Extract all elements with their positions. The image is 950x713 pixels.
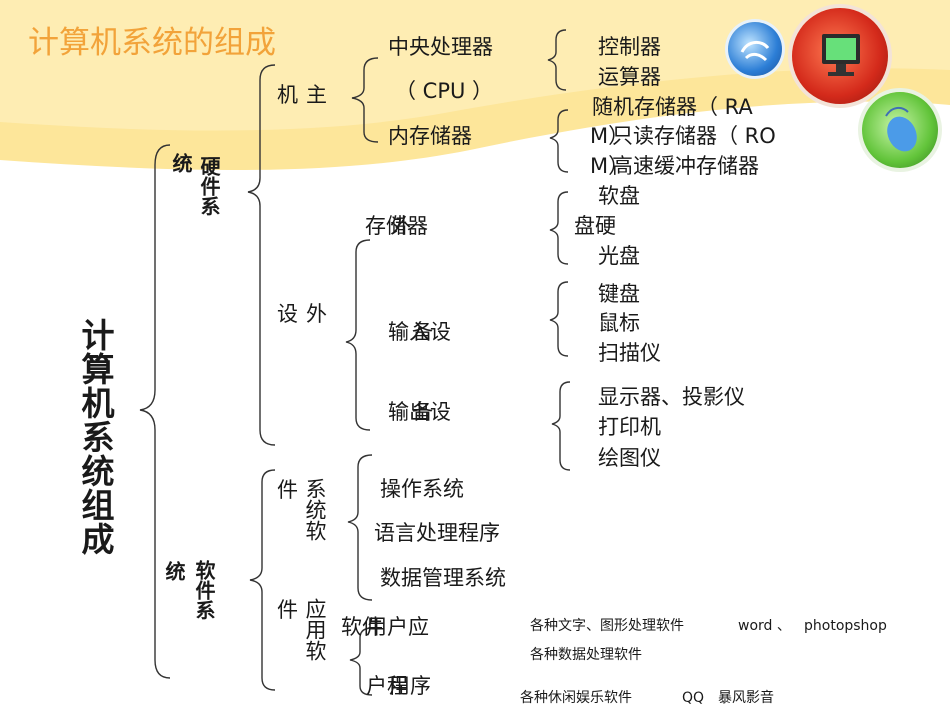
- system-sw-bracket: [347, 454, 373, 601]
- input-part-item: 键盘: [598, 282, 640, 306]
- app-software-item-b: 用户应: [366, 615, 429, 639]
- system-software-item: 语言处理程序: [374, 521, 500, 545]
- memory-parts-bracket: [549, 109, 569, 173]
- page-title: 计算机系统的组成: [28, 25, 276, 61]
- input-part-item: 鼠标: [598, 311, 640, 335]
- software-label-col2: 软件系: [192, 560, 216, 620]
- note-word: word 、: [738, 618, 791, 634]
- peripheral-bracket: [345, 239, 371, 431]
- output-device-label: 输出设: [388, 400, 451, 424]
- host-bracket: [351, 57, 379, 143]
- output-part-item: 绘图仪: [598, 446, 661, 470]
- cpu-label: 中央处理器: [388, 35, 493, 59]
- user-program-b: 用序: [389, 674, 431, 698]
- note-baofeng: 暴风影音: [718, 690, 774, 706]
- hardware-label-col1: 统: [169, 153, 193, 173]
- output-device-label-overlap: 备: [412, 400, 433, 424]
- storage-part-item: 盘硬: [574, 214, 616, 238]
- cpu-part-item: 控制器: [598, 35, 661, 59]
- note-entertainment: 各种休闲娱乐软件: [520, 690, 632, 706]
- storage-part-item: 光盘: [598, 244, 640, 268]
- root-label: 计算机系统组成: [76, 318, 115, 556]
- software-label-col1: 统: [162, 561, 186, 581]
- app-software-label-a: 件: [277, 598, 298, 622]
- input-part-item: 扫描仪: [598, 341, 661, 365]
- note-text-graphics: 各种文字、图形处理软件: [530, 618, 684, 634]
- note-photoshop: photopshop: [804, 618, 887, 634]
- memory-part-item: 高速缓冲存储器: [612, 154, 759, 178]
- host-label: 机主: [277, 83, 335, 107]
- output-part-item: 打印机: [598, 415, 661, 439]
- software-bracket: [249, 469, 276, 691]
- app-software-item-a: 软件: [341, 615, 383, 639]
- peripheral-label: 设外: [277, 302, 335, 326]
- system-software-item: 数据管理系统: [380, 566, 506, 590]
- note-data-processing: 各种数据处理软件: [530, 647, 642, 663]
- root-bracket: [139, 144, 171, 679]
- system-software-item: 操作系统: [380, 477, 464, 501]
- cpu-part-item: 运算器: [598, 65, 661, 89]
- note-qq: QQ: [682, 690, 705, 706]
- memory-label: 内存储器: [388, 124, 472, 148]
- app-software-label-b: 应用软: [303, 598, 327, 661]
- storage-parts-bracket: [549, 191, 569, 265]
- mouse-icon: [862, 92, 938, 168]
- input-device-label-overlap: 备: [412, 320, 433, 344]
- storage-label-overlap: 外: [390, 214, 411, 238]
- cpu-parts-bracket: [547, 29, 567, 91]
- memory-part-item: M）: [590, 124, 630, 148]
- monitor-icon: [792, 8, 888, 104]
- cpu-paren-label: （ CPU ）: [395, 79, 494, 103]
- output-parts-bracket: [551, 381, 571, 471]
- user-program-a: 户程: [366, 674, 408, 698]
- hardware-label-col2: 硬件系: [197, 156, 221, 216]
- storage-part-item: 软盘: [598, 184, 640, 208]
- app-sw-bracket: [349, 627, 373, 696]
- memory-part-item: M）: [590, 154, 630, 178]
- output-part-item: 显示器、投影仪: [598, 385, 745, 409]
- memory-part-item: 只读存储器（ RO: [612, 124, 776, 148]
- system-software-label-b: 系统软: [303, 478, 327, 541]
- system-software-label-a: 件: [277, 478, 298, 502]
- input-device-label: 输入设: [388, 320, 451, 344]
- globe-icon: [728, 22, 782, 76]
- storage-label: 存储器: [365, 214, 428, 238]
- hardware-bracket: [247, 64, 276, 446]
- memory-part-item: 随机存储器（ RA: [592, 95, 753, 119]
- input-parts-bracket: [549, 281, 569, 357]
